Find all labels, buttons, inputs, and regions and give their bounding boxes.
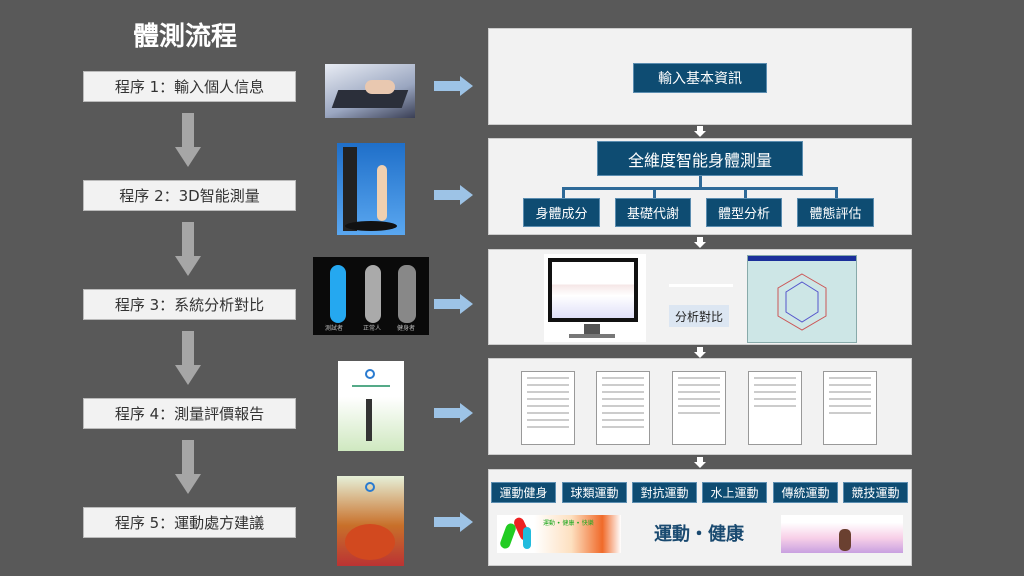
- banner-text: 運動 • 健康 • 快樂: [543, 520, 594, 527]
- report-page-image: [521, 371, 575, 445]
- category-body-shape: 體型分析: [706, 198, 782, 227]
- analysis-compare-label: 分析對比: [669, 305, 729, 327]
- panel-report: [488, 358, 912, 455]
- right-arrow-icon: [434, 403, 474, 423]
- panel-exercise: 運動健身 球類運動 對抗運動 水上運動 傳統運動 競技運動 運動 • 健康 • …: [488, 469, 912, 566]
- typing-laptop-image: [325, 64, 415, 118]
- category-combat-sports: 對抗運動: [632, 482, 697, 503]
- body-scan-comparison-image: 測試者 正常人 健身者: [313, 257, 429, 335]
- small-down-arrow-icon: [694, 457, 706, 469]
- right-arrow-icon: [434, 294, 474, 314]
- figure-label: 正常人: [363, 325, 382, 332]
- small-down-arrow-icon: [694, 237, 706, 249]
- category-water-sports: 水上運動: [702, 482, 767, 503]
- report-page-image: [672, 371, 726, 445]
- monitor-chart-image: [544, 254, 646, 342]
- right-arrow-icon: [434, 185, 474, 205]
- step-3: 程序 3：系統分析對比: [83, 289, 296, 320]
- figure-label: 測試者: [325, 325, 344, 332]
- step-1: 程序 1：輸入個人信息: [83, 71, 296, 102]
- software-radar-screenshot: [747, 255, 857, 343]
- report-page-image: [748, 371, 802, 445]
- down-arrow-icon: [175, 440, 201, 496]
- small-down-arrow-icon: [694, 347, 706, 359]
- 3d-scanner-image: [337, 143, 405, 235]
- report-page-image: [596, 371, 650, 445]
- down-arrow-icon: [175, 222, 201, 278]
- down-arrow-icon: [175, 331, 201, 387]
- panel-input-info: 輸入基本資訊: [488, 28, 912, 125]
- report-cover-image: [338, 361, 404, 451]
- category-competitive-sports: 競技運動: [843, 482, 908, 503]
- taichi-banner-image: [781, 515, 903, 553]
- category-body-composition: 身體成分: [523, 198, 600, 227]
- step-2: 程序 2：3D智能測量: [83, 180, 296, 211]
- category-posture: 體態評估: [797, 198, 874, 227]
- step-5: 程序 5：運動處方建議: [83, 507, 296, 538]
- panel-analysis: 分析對比: [488, 249, 912, 345]
- measurement-main-box: 全維度智能身體測量: [597, 141, 803, 176]
- right-arrow-icon: [434, 76, 474, 96]
- figure-label: 健身者: [397, 325, 416, 332]
- slogan: 運動・健康: [654, 524, 744, 545]
- input-basic-info-box: 輸入基本資訊: [633, 63, 767, 93]
- exercise-prescription-cover-image: [337, 476, 404, 566]
- report-page-image: [823, 371, 877, 445]
- panel-measurement: 全維度智能身體測量 身體成分 基礎代謝 體型分析 體態評估: [488, 138, 912, 235]
- step-4: 程序 4：測量評價報告: [83, 398, 296, 429]
- small-down-arrow-icon: [694, 126, 706, 138]
- category-fitness: 運動健身: [491, 482, 556, 503]
- category-traditional-sports: 傳統運動: [773, 482, 838, 503]
- category-ball-sports: 球類運動: [562, 482, 627, 503]
- page-title: 體測流程: [132, 22, 237, 52]
- double-arrow-icon: [669, 284, 733, 287]
- category-basal-metabolism: 基礎代謝: [615, 198, 691, 227]
- right-arrow-icon: [434, 512, 474, 532]
- down-arrow-icon: [175, 113, 201, 169]
- sports-banner-image: 運動 • 健康 • 快樂: [497, 515, 621, 553]
